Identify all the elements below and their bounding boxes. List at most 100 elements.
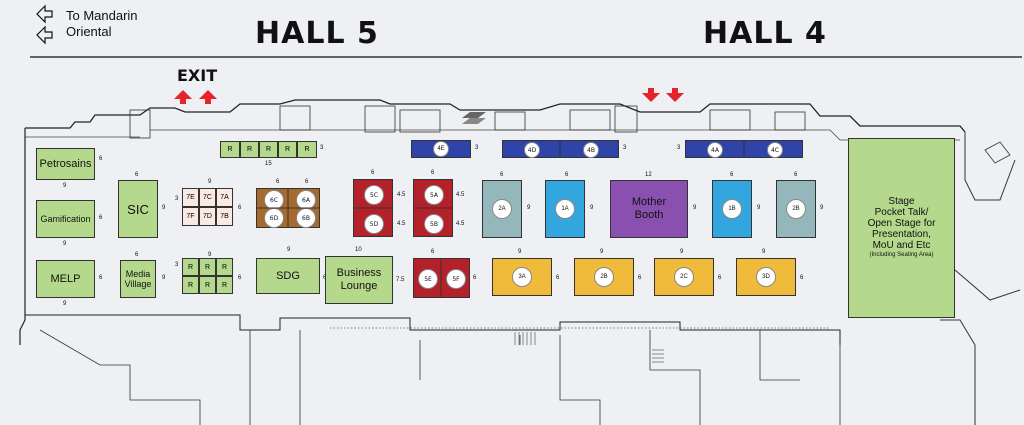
booth-7b[interactable]: 7B	[216, 207, 233, 226]
dim-label: 6	[305, 179, 309, 185]
dim-label: 6	[99, 275, 103, 281]
dim-label: 7.5	[396, 277, 405, 283]
booth-7a[interactable]: 7A	[216, 188, 233, 207]
dim-label: 15	[265, 161, 272, 167]
booth-1a[interactable]: 1A	[555, 199, 575, 219]
booth-melp-label: MELP	[50, 273, 81, 285]
booth-2a-block: 2A	[482, 180, 522, 238]
booth-petrosains[interactable]: Petrosains	[36, 148, 95, 180]
dim-label: 9	[287, 247, 291, 253]
booth-5d[interactable]: 5D	[364, 214, 384, 234]
direction-line-1: To Mandarin	[66, 8, 138, 23]
direction-label: To Mandarin Oriental	[66, 8, 138, 40]
booth-mother-booth[interactable]: Mother Booth	[610, 180, 688, 238]
booth-r[interactable]: R	[216, 276, 233, 294]
dim-label: 3	[677, 145, 681, 151]
stage-line: Presentation,	[872, 229, 931, 240]
dim-label: 3	[175, 262, 179, 268]
booth-sic-label: SIC	[127, 201, 149, 217]
booth-media-village-line-1: Media	[125, 269, 151, 279]
booth-sdg[interactable]: SDG	[256, 258, 320, 294]
booth-6c[interactable]: 6C	[264, 190, 284, 210]
dim-label: 9	[762, 249, 766, 255]
booth-r[interactable]: R	[278, 141, 297, 158]
booth-media-village-line-2: Village	[124, 279, 152, 289]
dim-label: 6	[135, 172, 139, 178]
dim-label: 6	[135, 252, 139, 258]
booth-7f[interactable]: 7F	[182, 207, 199, 226]
booth-4b[interactable]: 4B	[583, 142, 599, 158]
dim-label: 9	[518, 249, 522, 255]
booth-4d[interactable]: 4D	[524, 142, 540, 158]
booth-melp[interactable]: MELP	[36, 260, 95, 298]
booth-petrosains-label: Petrosains	[39, 158, 92, 170]
booth-r[interactable]: R	[259, 141, 278, 158]
dim-label: 3	[623, 145, 627, 151]
booth-3d-block: 3D	[736, 258, 796, 296]
dim-label: 9	[527, 205, 531, 211]
booth-gamification[interactable]: Gamification	[36, 200, 95, 238]
dim-label: 9	[162, 205, 166, 211]
booth-4e-block: 4E	[411, 140, 471, 158]
booth-4ac-grid	[743, 140, 745, 158]
booth-7c[interactable]: 7C	[199, 188, 216, 207]
booth-1b[interactable]: 1B	[722, 199, 742, 219]
booth-business-lounge[interactable]: Business Lounge	[325, 256, 393, 304]
booth-r[interactable]: R	[240, 141, 259, 158]
dim-label: 6	[431, 170, 435, 176]
dim-label: 6	[794, 172, 798, 178]
booth-4a[interactable]: 4A	[707, 142, 723, 158]
booth-r[interactable]: R	[199, 276, 216, 294]
booth-r[interactable]: R	[216, 258, 233, 276]
booth-media-village[interactable]: Media Village	[120, 260, 156, 298]
booth-r[interactable]: R	[182, 276, 199, 294]
booth-2c-block: 2C	[654, 258, 714, 296]
dim-label: 9	[820, 205, 824, 211]
booth-r[interactable]: R	[199, 258, 216, 276]
dim-label: 9	[693, 205, 697, 211]
dim-label: 6	[718, 275, 722, 281]
booth-2b-bottom[interactable]: 2B	[594, 267, 614, 287]
dim-label: 10	[355, 247, 362, 253]
booth-5f[interactable]: 5F	[446, 269, 466, 289]
booth-business-lounge-line-1: Business	[336, 267, 382, 279]
dim-label: 4.5	[456, 221, 465, 227]
booth-7e[interactable]: 7E	[182, 188, 199, 207]
dim-label: 9	[208, 179, 212, 185]
booth-sic[interactable]: SIC	[118, 180, 158, 238]
booth-5c[interactable]: 5C	[364, 185, 384, 205]
stage-line: Pocket Talk/	[874, 207, 929, 218]
booth-5b[interactable]: 5B	[424, 214, 444, 234]
stage-area[interactable]: Stage Pocket Talk/ Open Stage for Presen…	[848, 138, 955, 318]
dim-label: 6	[730, 172, 734, 178]
booth-5ef-grid	[440, 258, 442, 298]
booth-r[interactable]: R	[297, 141, 317, 158]
booth-4c[interactable]: 4C	[767, 142, 783, 158]
dim-label: 9	[208, 252, 212, 258]
hall-5-title: HALL 5	[255, 16, 379, 51]
booth-sdg-label: SDG	[276, 270, 300, 282]
booth-5e[interactable]: 5E	[418, 269, 438, 289]
booth-2b-bottom-block: 2B	[574, 258, 634, 296]
booth-gamification-label: Gamification	[40, 214, 91, 224]
booth-2c[interactable]: 2C	[674, 267, 694, 287]
booth-r[interactable]: R	[220, 141, 240, 158]
booth-4e[interactable]: 4E	[433, 141, 449, 157]
booth-2b[interactable]: 2B	[786, 199, 806, 219]
direction-line-2: Oriental	[66, 24, 112, 39]
dim-label: 6	[556, 275, 560, 281]
stage-line: MoU and Etc	[872, 240, 931, 251]
dim-label: 9	[63, 241, 67, 247]
booth-2a[interactable]: 2A	[492, 199, 512, 219]
dim-label: 6	[371, 170, 375, 176]
booth-r[interactable]: R	[182, 258, 199, 276]
hall-4-title: HALL 4	[703, 16, 827, 51]
dim-label: 6	[238, 205, 242, 211]
dim-label: 9	[162, 275, 166, 281]
booth-7d[interactable]: 7D	[199, 207, 216, 226]
booth-6-grid	[256, 188, 320, 228]
booth-3a[interactable]: 3A	[512, 267, 532, 287]
booth-5a[interactable]: 5A	[424, 185, 444, 205]
dim-label: 6	[238, 275, 242, 281]
booth-3d[interactable]: 3D	[756, 267, 776, 287]
